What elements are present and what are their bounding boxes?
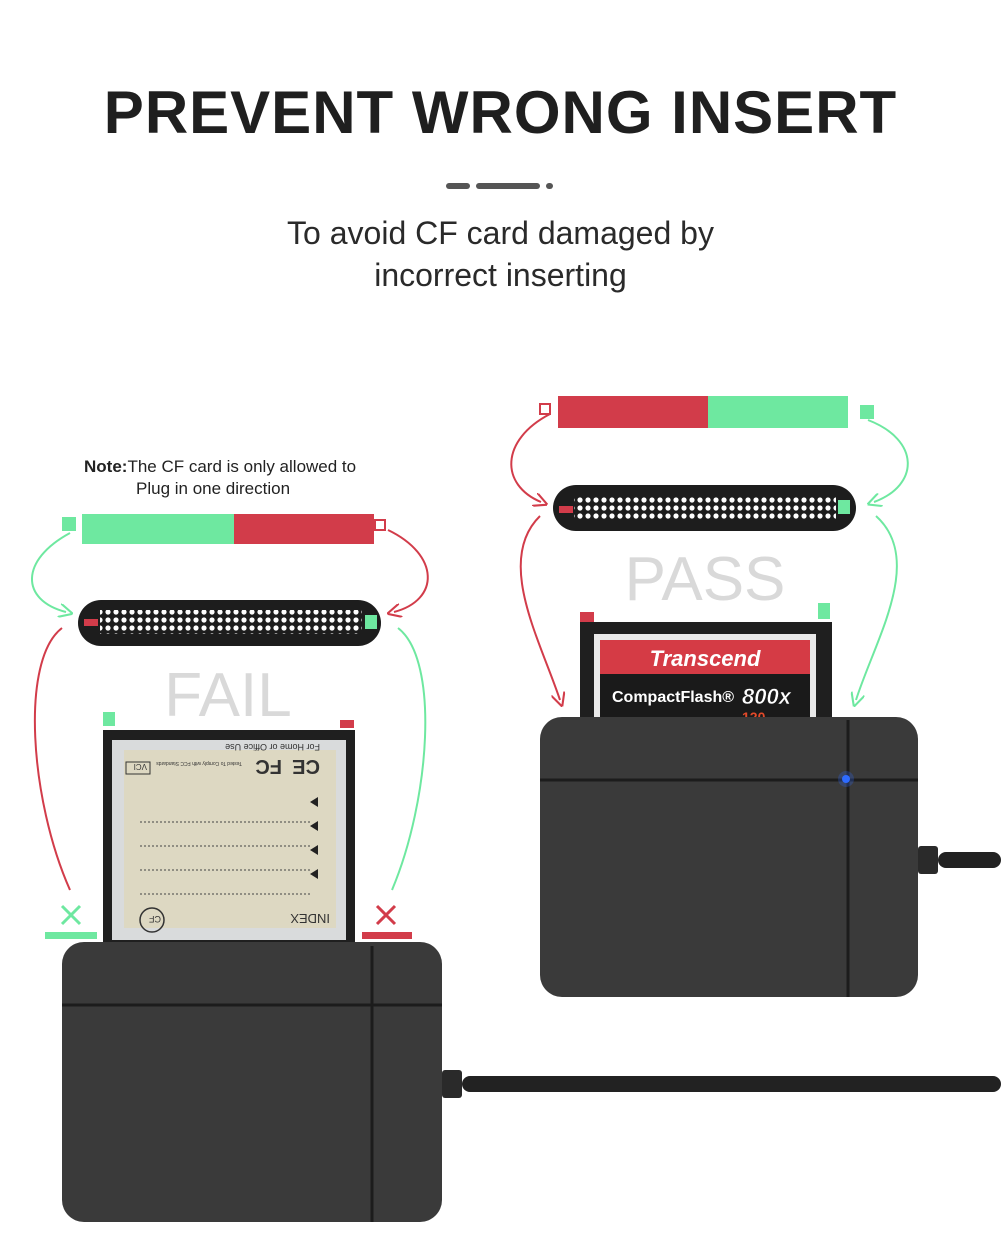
- svg-text:FC: FC: [255, 755, 282, 777]
- pass-panel: PASS Transcend CompactFlash® 800x 120: [510, 396, 1001, 997]
- page-title: PREVENT WRONG INSERT: [103, 79, 898, 146]
- fail-key-bar: [62, 514, 386, 544]
- note-text: Note:The CF card is only allowed to Plug…: [84, 456, 444, 500]
- fail-connector: [78, 600, 381, 646]
- subtitle-line-2: incorrect inserting: [374, 257, 627, 293]
- svg-text:CE: CE: [292, 755, 320, 777]
- pass-label: PASS: [625, 545, 786, 614]
- title-divider: [446, 183, 553, 189]
- card-cf-text: CF: [149, 914, 161, 924]
- note-label: Note:: [84, 457, 128, 476]
- card-home-text: For Home or Office Use: [225, 742, 320, 752]
- fail-x-left-icon: [45, 904, 97, 939]
- pass-cf-card: Transcend CompactFlash® 800x 120: [580, 603, 832, 725]
- fail-cf-card: INDEX CF CE FC For Home or Office Use Te…: [103, 712, 355, 942]
- fail-x-right-icon: [362, 904, 412, 939]
- card-brand: Transcend: [650, 646, 761, 671]
- card-type: CompactFlash®: [612, 689, 734, 706]
- subtitle-line-1: To avoid CF card damaged by: [287, 215, 714, 251]
- pass-key-bar: [539, 396, 874, 428]
- pass-connector: [553, 485, 856, 531]
- note-line-2: Plug in one direction: [136, 479, 291, 498]
- fail-panel: FAIL INDEX CF CE FC For Home or Office U…: [31, 514, 1001, 1222]
- pass-card-reader: [540, 717, 1001, 997]
- page-subtitle: To avoid CF card damaged by incorrect in…: [0, 212, 1001, 296]
- note-line-1: The CF card is only allowed to: [127, 457, 357, 476]
- card-speed: 800x: [742, 684, 792, 709]
- card-index-text: INDEX: [290, 911, 330, 926]
- fail-card-reader: [62, 942, 1001, 1222]
- fail-label: FAIL: [164, 661, 292, 730]
- led-indicator-icon: [842, 775, 850, 783]
- card-tested-text: Tested To Comply with FCC Standards: [156, 760, 242, 766]
- card-vci-text: VCI: [134, 762, 147, 771]
